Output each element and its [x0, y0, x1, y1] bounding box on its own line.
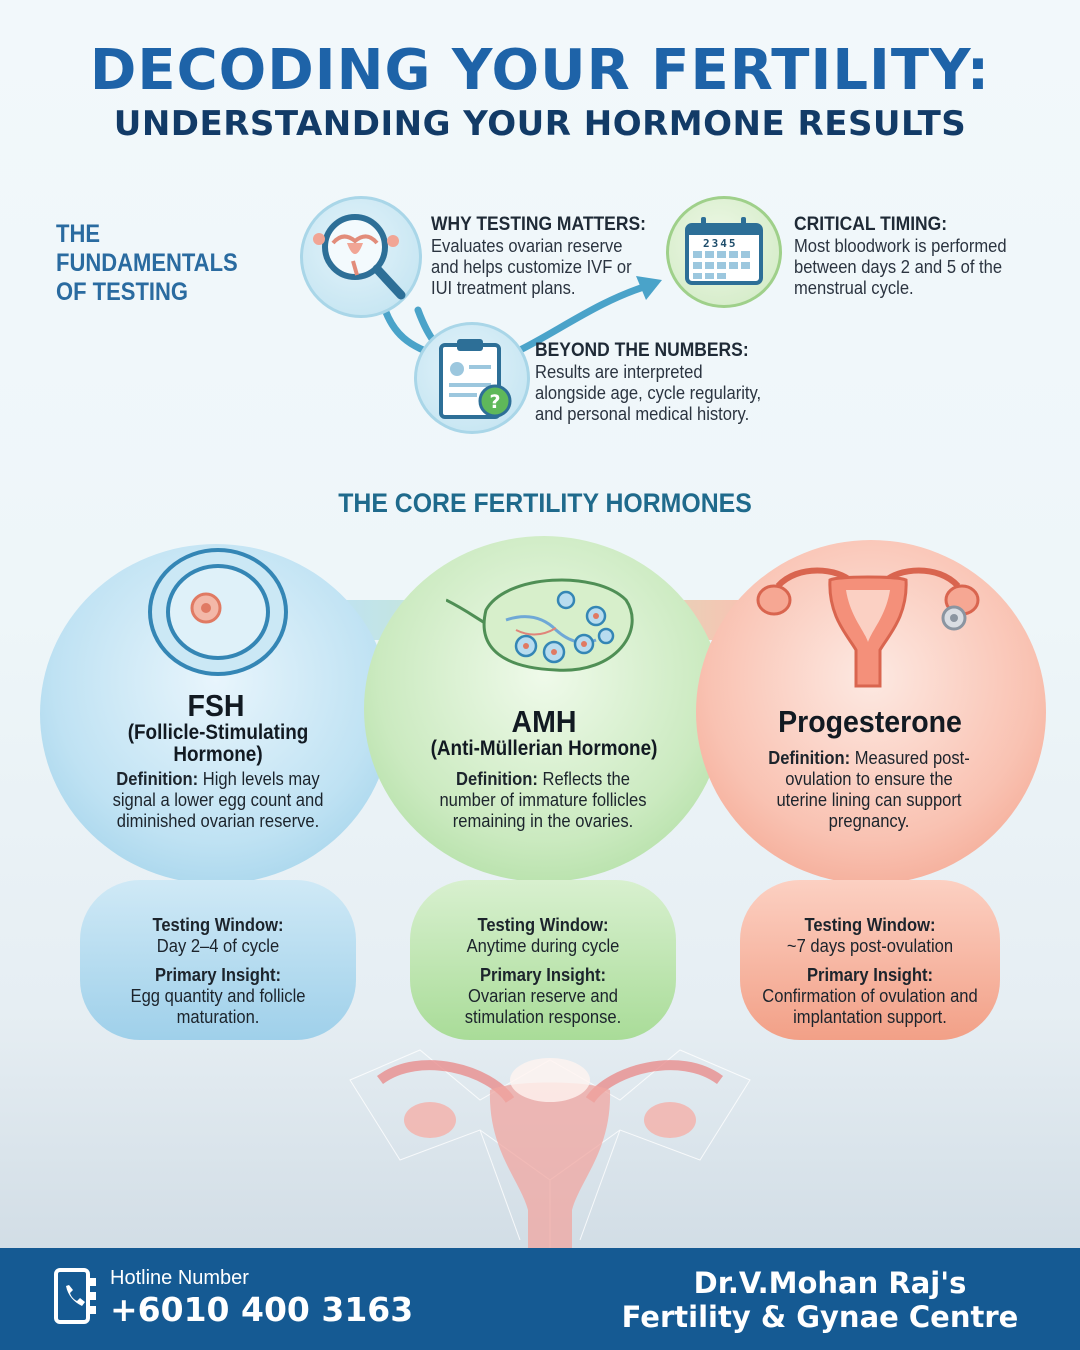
phone-book-icon[interactable]	[52, 1268, 98, 1328]
fundamentals-heading: THE FUNDAMENTALS OF TESTING	[56, 220, 238, 306]
why-testing-title: WHY TESTING MATTERS:	[431, 214, 646, 235]
fsh-name: FSH	[187, 688, 245, 723]
amh-window: Anytime during cycle	[466, 936, 620, 956]
critical-timing-text: Most bloodwork is performed between days…	[794, 236, 1007, 298]
fsh-subtitle: (Follicle-Stimulating Hormone)	[127, 721, 309, 766]
progesterone-insight-label: Primary Insight:	[806, 965, 934, 985]
amh-window-label: Testing Window:	[477, 915, 609, 935]
amh-insight: Ovarian reserve and stimulation response…	[464, 986, 622, 1027]
fsh-insight: Egg quantity and follicle maturation.	[130, 986, 306, 1027]
core-hormones-heading: THE CORE FERTILITY HORMONES	[338, 488, 752, 518]
magnifier-uterus-icon	[300, 196, 422, 318]
beyond-numbers-title: BEYOND THE NUMBERS:	[535, 340, 749, 361]
fsh-insight-label: Primary Insight:	[154, 965, 282, 985]
follicle-icon	[148, 548, 288, 676]
calendar-icon: 2345	[666, 196, 782, 308]
progesterone-insight: Confirmation of ovulation and implantati…	[762, 986, 978, 1027]
page-title: DECODING YOUR FERTILITY:	[89, 38, 991, 103]
critical-timing-title: CRITICAL TIMING:	[794, 214, 948, 235]
calendar-days: 2345	[703, 237, 738, 250]
svg-text:?: ?	[489, 391, 500, 413]
amh-insight-label: Primary Insight:	[479, 965, 607, 985]
brand-line1: Dr.V.Mohan Raj's	[693, 1266, 967, 1300]
amh-subtitle: (Anti-Müllerian Hormone)	[430, 737, 658, 760]
progesterone-window-label: Testing Window:	[804, 915, 936, 935]
beyond-numbers-text: Results are interpreted alongside age, c…	[535, 362, 762, 424]
amh-details-pill	[410, 880, 676, 1040]
brand-line2: Fertility & Gynae Centre	[621, 1300, 1019, 1334]
why-testing-text: Evaluates ovarian reserve and helps cust…	[431, 236, 632, 298]
amh-definition: Definition: Reflects the number of immat…	[439, 769, 647, 831]
progesterone-definition: Definition: Measured post-ovulation to e…	[768, 748, 970, 831]
progesterone-window: ~7 days post-ovulation	[786, 936, 954, 956]
page-subtitle: UNDERSTANDING YOUR HORMONE RESULTS	[113, 104, 967, 144]
uterus-icon	[756, 567, 980, 688]
amh-name: AMH	[511, 704, 577, 739]
footer-bar	[0, 1248, 1080, 1350]
progesterone-name: Progesterone	[778, 704, 962, 739]
fsh-definition: Definition: High levels may signal a low…	[112, 769, 324, 831]
clipboard-question-icon: ?	[414, 322, 530, 434]
fsh-window-label: Testing Window:	[152, 915, 284, 935]
fsh-window: Day 2–4 of cycle	[156, 936, 280, 956]
hotline-number[interactable]: +6010 400 3163	[110, 1290, 414, 1329]
fsh-details-pill	[80, 880, 356, 1040]
hotline-label: Hotline Number	[110, 1267, 249, 1289]
uterus-illustration-icon	[349, 1049, 751, 1248]
ovary-icon	[446, 578, 634, 672]
progesterone-details-pill	[740, 880, 1000, 1040]
